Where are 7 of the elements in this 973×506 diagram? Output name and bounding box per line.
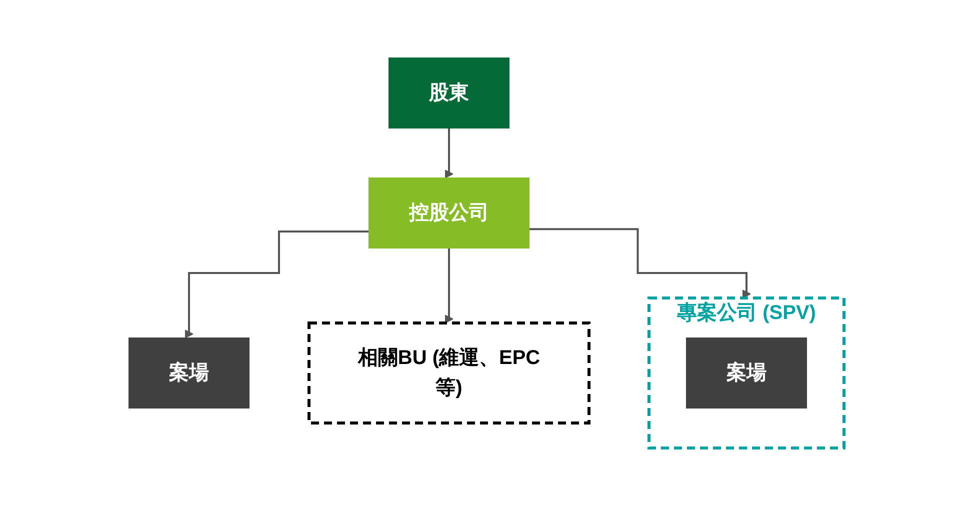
arrow: [444, 127, 454, 178]
node-box: 相關BU (維運、EPC等): [308, 322, 590, 424]
arrow: [184, 230, 369, 338]
node-box: 案場: [128, 338, 250, 408]
arrow: [529, 228, 751, 298]
arrow: [444, 247, 454, 324]
node-box: 案場: [686, 338, 807, 408]
